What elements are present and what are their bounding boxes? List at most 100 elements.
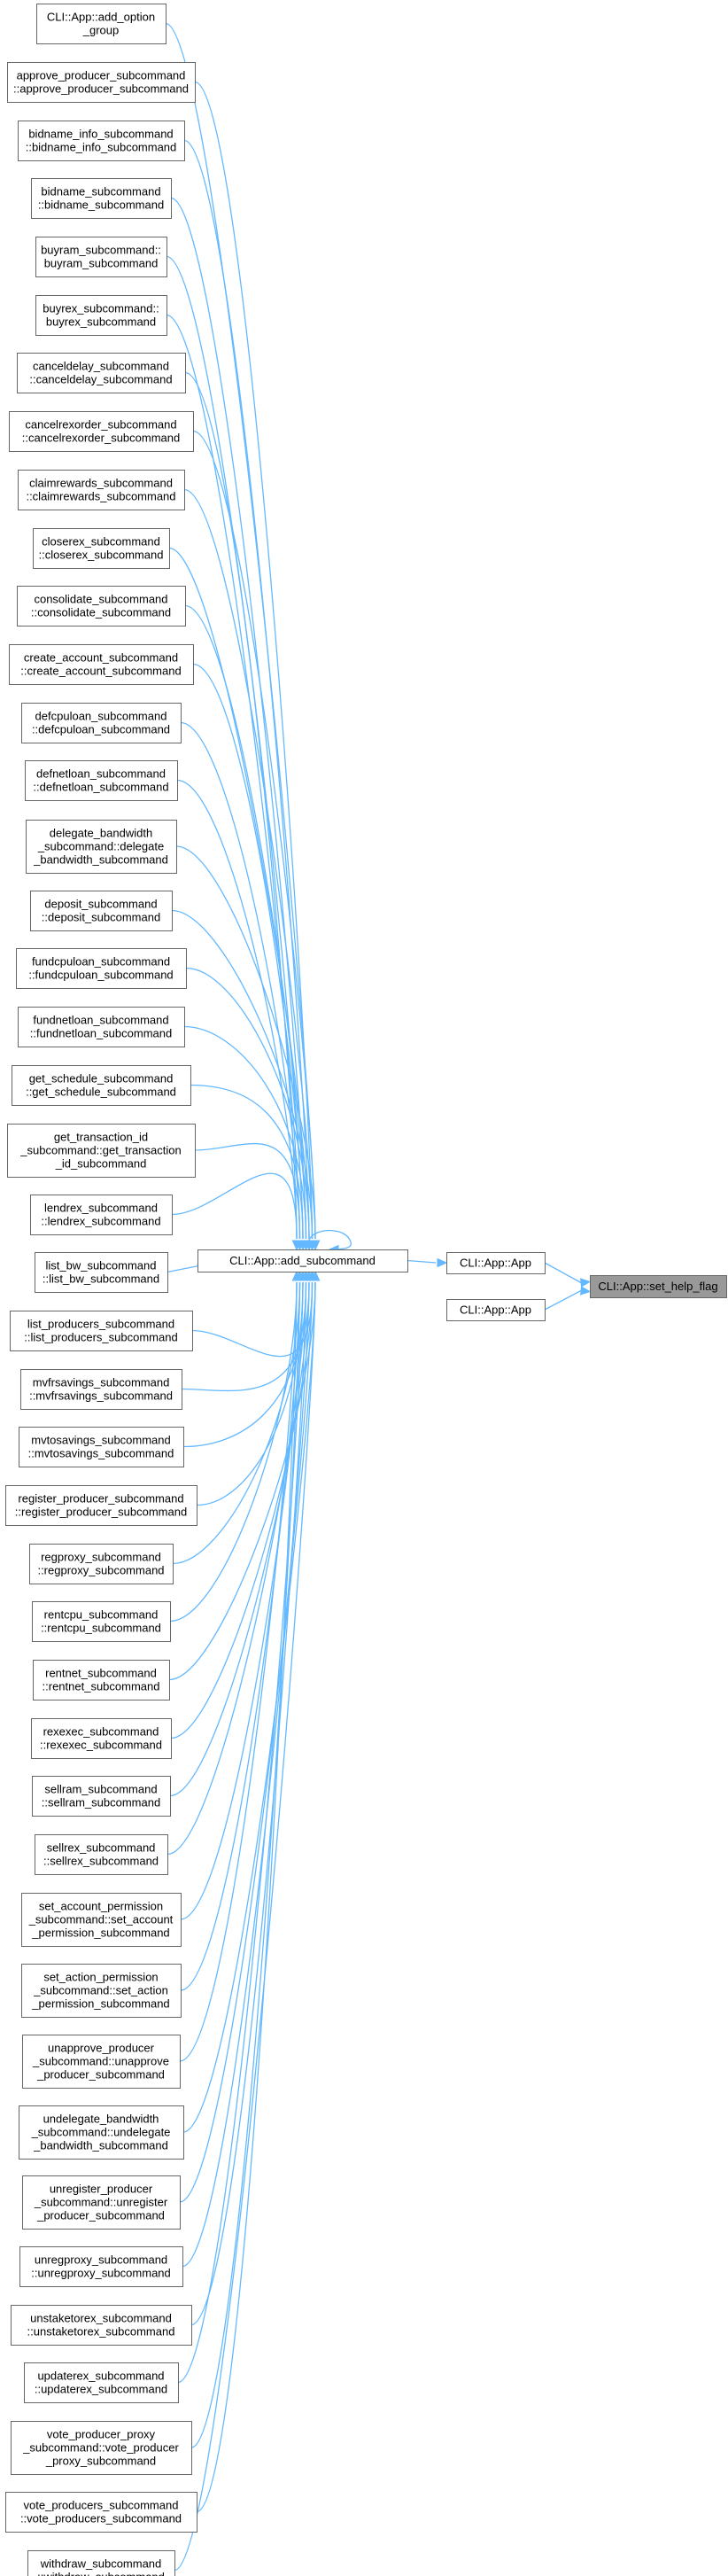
node-app1[interactable]: CLI::App::App — [446, 1252, 546, 1274]
node-c38[interactable]: unstaketorex_subcommand::unstaketorex_su… — [11, 2305, 192, 2346]
node-c01[interactable]: approve_producer_subcommand::approve_pro… — [7, 62, 196, 103]
edge-c20 — [171, 1172, 302, 1251]
node-c33[interactable]: set_action_permission_subcommand::set_ac… — [21, 1964, 182, 2018]
node-c34[interactable]: unapprove_producer_subcommand::unapprove… — [22, 2035, 181, 2089]
node-label-line: canceldelay_subcommand — [33, 360, 169, 373]
node-c03[interactable]: bidname_subcommand::bidname_subcommand — [31, 178, 172, 219]
node-c16[interactable]: fundcpuloan_subcommand::fundcpuloan_subc… — [16, 948, 187, 989]
node-c39[interactable]: updaterex_subcommand::updaterex_subcomma… — [24, 2362, 179, 2403]
node-c07[interactable]: cancelrexorder_subcommand::cancelrexorde… — [9, 411, 194, 452]
node-c20[interactable]: lendrex_subcommand::lendrex_subcommand — [30, 1195, 173, 1235]
edge-line — [183, 1025, 307, 1240]
node-c28[interactable]: rentnet_subcommand::rentnet_subcommand — [33, 1660, 170, 1700]
node-c12[interactable]: defcpuloan_subcommand::defcpuloan_subcom… — [21, 703, 182, 743]
node-app2[interactable]: CLI::App::App — [446, 1299, 546, 1321]
node-label-line: list_producers_subcommand — [27, 1318, 174, 1331]
node-label-line: unregproxy_subcommand — [35, 2253, 167, 2267]
node-label-line: sellram_subcommand — [44, 1783, 157, 1796]
node-label-line: _permission_subcommand — [31, 1926, 169, 1940]
node-c21[interactable]: list_bw_subcommand::list_bw_subcommand — [35, 1252, 168, 1293]
node-c10[interactable]: consolidate_subcommand::consolidate_subc… — [17, 586, 186, 626]
node-label-line: ::unregproxy_subcommand — [31, 2267, 171, 2280]
node-label-line: mvfrsavings_subcommand — [33, 1376, 170, 1389]
node-c08[interactable]: claimrewards_subcommand::claimrewards_su… — [18, 470, 185, 510]
node-c18[interactable]: get_schedule_subcommand::get_schedule_su… — [12, 1065, 191, 1106]
node-label-line: _permission_subcommand — [31, 1997, 169, 2011]
node-box — [21, 1964, 182, 2018]
node-c22[interactable]: list_producers_subcommand::list_producer… — [10, 1311, 193, 1351]
node-box — [17, 586, 186, 626]
node-c14[interactable]: delegate_bandwidth_subcommand::delegate_… — [26, 820, 177, 874]
arrowhead — [437, 1257, 448, 1268]
node-c31[interactable]: sellrex_subcommand::sellrex_subcommand — [35, 1834, 168, 1875]
node-c36[interactable]: unregister_producer_subcommand::unregist… — [22, 2175, 181, 2230]
node-label-line: _subcommand::set_account — [28, 1913, 174, 1926]
node-c30[interactable]: sellram_subcommand::sellram_subcommand — [32, 1776, 171, 1817]
node-box — [35, 295, 167, 336]
node-label-line: CLI::App::App — [460, 1257, 531, 1270]
node-c02[interactable]: bidname_info_subcommand::bidname_info_su… — [18, 121, 185, 161]
edge-app2-focus — [544, 1286, 592, 1311]
edge-c01 — [194, 81, 317, 1251]
edge-c42 — [174, 1270, 321, 2572]
node-c29[interactable]: rexexec_subcommand::rexexec_subcommand — [31, 1718, 172, 1759]
node-box — [22, 2175, 181, 2230]
node-c17[interactable]: fundnetloan_subcommand::fundnetloan_subc… — [18, 1007, 185, 1047]
node-set-help-flag[interactable]: CLI::App::set_help_flag — [590, 1275, 727, 1298]
node-c35[interactable]: undelegate_bandwidth_subcommand::undeleg… — [19, 2105, 184, 2160]
node-label-line: ::withdraw_subcommand — [37, 2571, 165, 2576]
edge-line — [180, 1281, 301, 1991]
node-c37[interactable]: unregproxy_subcommand::unregproxy_subcom… — [19, 2246, 183, 2287]
node-c19[interactable]: get_transaction_id_subcommand::get_trans… — [7, 1124, 196, 1178]
node-label-line: register_producer_subcommand — [18, 1492, 183, 1506]
node-c04[interactable]: buyram_subcommand::buyram_subcommand — [35, 237, 167, 277]
node-box — [22, 2035, 181, 2089]
edge-c31 — [167, 1270, 311, 1856]
node-c06[interactable]: canceldelay_subcommand::canceldelay_subc… — [17, 353, 186, 393]
node-c05[interactable]: buyrex_subcommand::buyrex_subcommand — [35, 295, 167, 336]
node-c32[interactable]: set_account_permission_subcommand::set_a… — [21, 1893, 182, 1947]
edge-line — [307, 1230, 352, 1250]
node-c26[interactable]: regproxy_subcommand::regproxy_subcommand — [29, 1544, 174, 1584]
edge-line — [544, 1289, 582, 1311]
edge-line — [190, 1281, 301, 2448]
nodes-layer: CLI::App::add_option_groupapprove_produc… — [5, 4, 727, 2576]
arrowhead — [580, 1286, 592, 1296]
node-box — [9, 411, 194, 452]
node-label-line: ::fundnetloan_subcommand — [30, 1027, 172, 1040]
node-c41[interactable]: vote_producers_subcommand::vote_producer… — [5, 2492, 197, 2533]
node-label-line: ::bidname_info_subcommand — [26, 141, 177, 154]
node-label-line: rentnet_subcommand — [45, 1667, 157, 1680]
node-c27[interactable]: rentcpu_subcommand::rentcpu_subcommand — [32, 1601, 171, 1642]
node-box — [29, 1544, 174, 1584]
node-c23[interactable]: mvfrsavings_subcommand::mvfrsavings_subc… — [20, 1369, 182, 1410]
node-label-line: ::rentnet_subcommand — [43, 1680, 160, 1693]
node-label-line: ::create_account_subcommand — [20, 665, 181, 678]
node-c09[interactable]: closerex_subcommand::closerex_subcommand — [33, 528, 170, 569]
node-c00[interactable]: CLI::App::add_option_group — [36, 4, 167, 44]
node-box — [11, 2305, 192, 2346]
edge-line — [192, 663, 304, 1240]
edge-c03 — [170, 197, 311, 1251]
arrowhead — [580, 1278, 592, 1288]
node-box — [7, 62, 196, 103]
node-label-line: CLI::App::add_option — [47, 11, 155, 24]
node-add-subcommand[interactable]: CLI::App::add_subcommand — [197, 1249, 408, 1272]
node-c24[interactable]: mvtosavings_subcommand::mvtosavings_subc… — [19, 1427, 184, 1467]
node-label-line: mvtosavings_subcommand — [31, 1434, 171, 1447]
node-c15[interactable]: deposit_subcommand::deposit_subcommand — [30, 891, 173, 931]
node-c40[interactable]: vote_producer_proxy_subcommand::vote_pro… — [11, 2421, 192, 2475]
node-label-line: updaterex_subcommand — [37, 2370, 164, 2383]
node-label-line: rentcpu_subcommand — [44, 1608, 159, 1622]
node-label-line: ::updaterex_subcommand — [35, 2383, 167, 2396]
node-label-line: ::rexexec_subcommand — [40, 1739, 162, 1752]
edge-hub-app1 — [407, 1257, 448, 1268]
edge-line — [171, 909, 314, 1240]
node-label-line: _subcommand::undelegate — [31, 2126, 171, 2139]
node-c25[interactable]: register_producer_subcommand::register_p… — [5, 1485, 197, 1526]
node-label-line: delegate_bandwidth — [50, 827, 152, 840]
node-label-line: _subcommand::set_action — [33, 1984, 168, 1997]
node-c11[interactable]: create_account_subcommand::create_accoun… — [9, 644, 194, 685]
node-c42[interactable]: withdraw_subcommand::withdraw_subcommand — [27, 2550, 175, 2576]
node-c13[interactable]: defnetloan_subcommand::defnetloan_subcom… — [25, 760, 178, 801]
